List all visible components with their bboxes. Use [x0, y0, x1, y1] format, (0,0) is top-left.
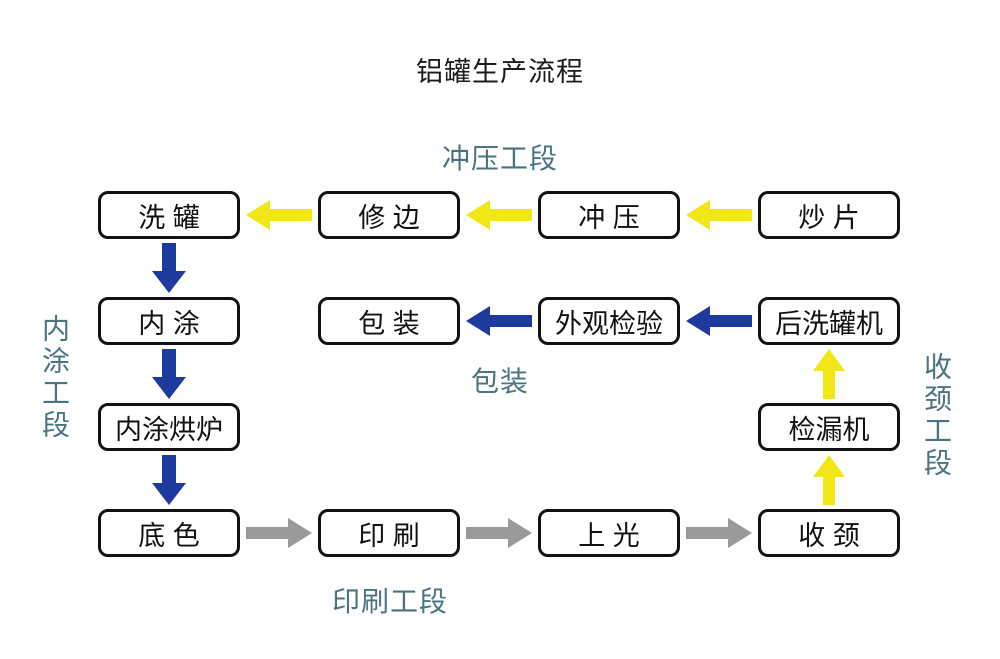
arrow-left-icon [466, 200, 532, 230]
node-trim: 修 边 [318, 191, 460, 239]
node-inner-coat: 内 涂 [98, 297, 240, 345]
arrow-right-icon [686, 518, 752, 548]
node-visual-inspect: 外观检验 [538, 297, 680, 345]
node-base-coat: 底 色 [98, 509, 240, 557]
arrow-right-icon [466, 518, 532, 548]
section-label-packing: 包装 [470, 366, 529, 397]
arrow-up-icon [813, 455, 845, 505]
node-neck: 收 颈 [758, 509, 900, 557]
arrow-left-icon [466, 306, 532, 336]
arrow-up-icon [813, 349, 845, 399]
node-wash-can: 洗 罐 [98, 191, 240, 239]
arrow-down-icon [152, 243, 186, 293]
page-title: 铝罐生产流程 [416, 57, 584, 87]
node-fry-sheet: 炒 片 [758, 191, 900, 239]
node-stamp: 冲 压 [538, 191, 680, 239]
node-varnish: 上 光 [538, 509, 680, 557]
section-label-necking: 收颈工段 [921, 352, 952, 480]
arrow-left-icon [686, 200, 752, 230]
arrow-down-icon [152, 455, 186, 505]
arrow-down-icon [152, 349, 186, 399]
section-label-printing: 印刷工段 [331, 586, 448, 617]
node-post-wash-machine: 后洗罐机 [758, 297, 900, 345]
node-print: 印 刷 [318, 509, 460, 557]
section-label-inner-coating: 内涂工段 [39, 314, 70, 442]
arrow-left-icon [686, 306, 752, 336]
node-pack: 包 装 [318, 297, 460, 345]
arrow-right-icon [246, 518, 312, 548]
node-inner-coat-oven: 内涂烘炉 [98, 403, 240, 451]
node-leak-tester: 检漏机 [758, 403, 900, 451]
arrow-left-icon [246, 200, 312, 230]
section-label-stamping: 冲压工段 [441, 143, 558, 174]
